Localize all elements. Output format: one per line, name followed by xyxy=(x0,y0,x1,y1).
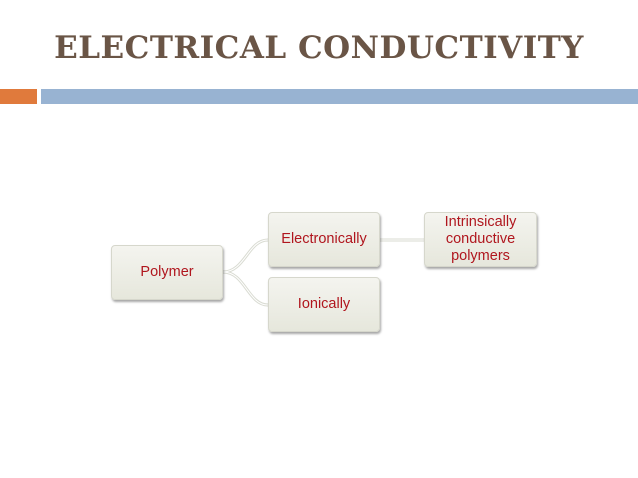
node-electronically-label: Electronically xyxy=(281,231,367,247)
slide-title: ELECTRICAL CONDUCTIVITY xyxy=(54,30,584,66)
node-intrinsically-conductive-polymers-label: Intrinsically conductive polymers xyxy=(444,214,517,264)
node-ionically: Ionically xyxy=(268,277,380,332)
title-accent-bar-orange xyxy=(0,89,37,104)
node-ionically-label: Ionically xyxy=(297,296,351,312)
connector-polymer-electronic xyxy=(222,238,269,274)
connector-polymer-ionic xyxy=(222,270,269,307)
title-accent-bar-blue xyxy=(41,89,638,104)
node-intrinsically-conductive-polymers: Intrinsically conductive polymers xyxy=(424,212,537,267)
node-electronically: Electronically xyxy=(268,212,380,267)
node-polymer: Polymer xyxy=(111,245,223,300)
node-polymer-label: Polymer xyxy=(140,264,194,280)
